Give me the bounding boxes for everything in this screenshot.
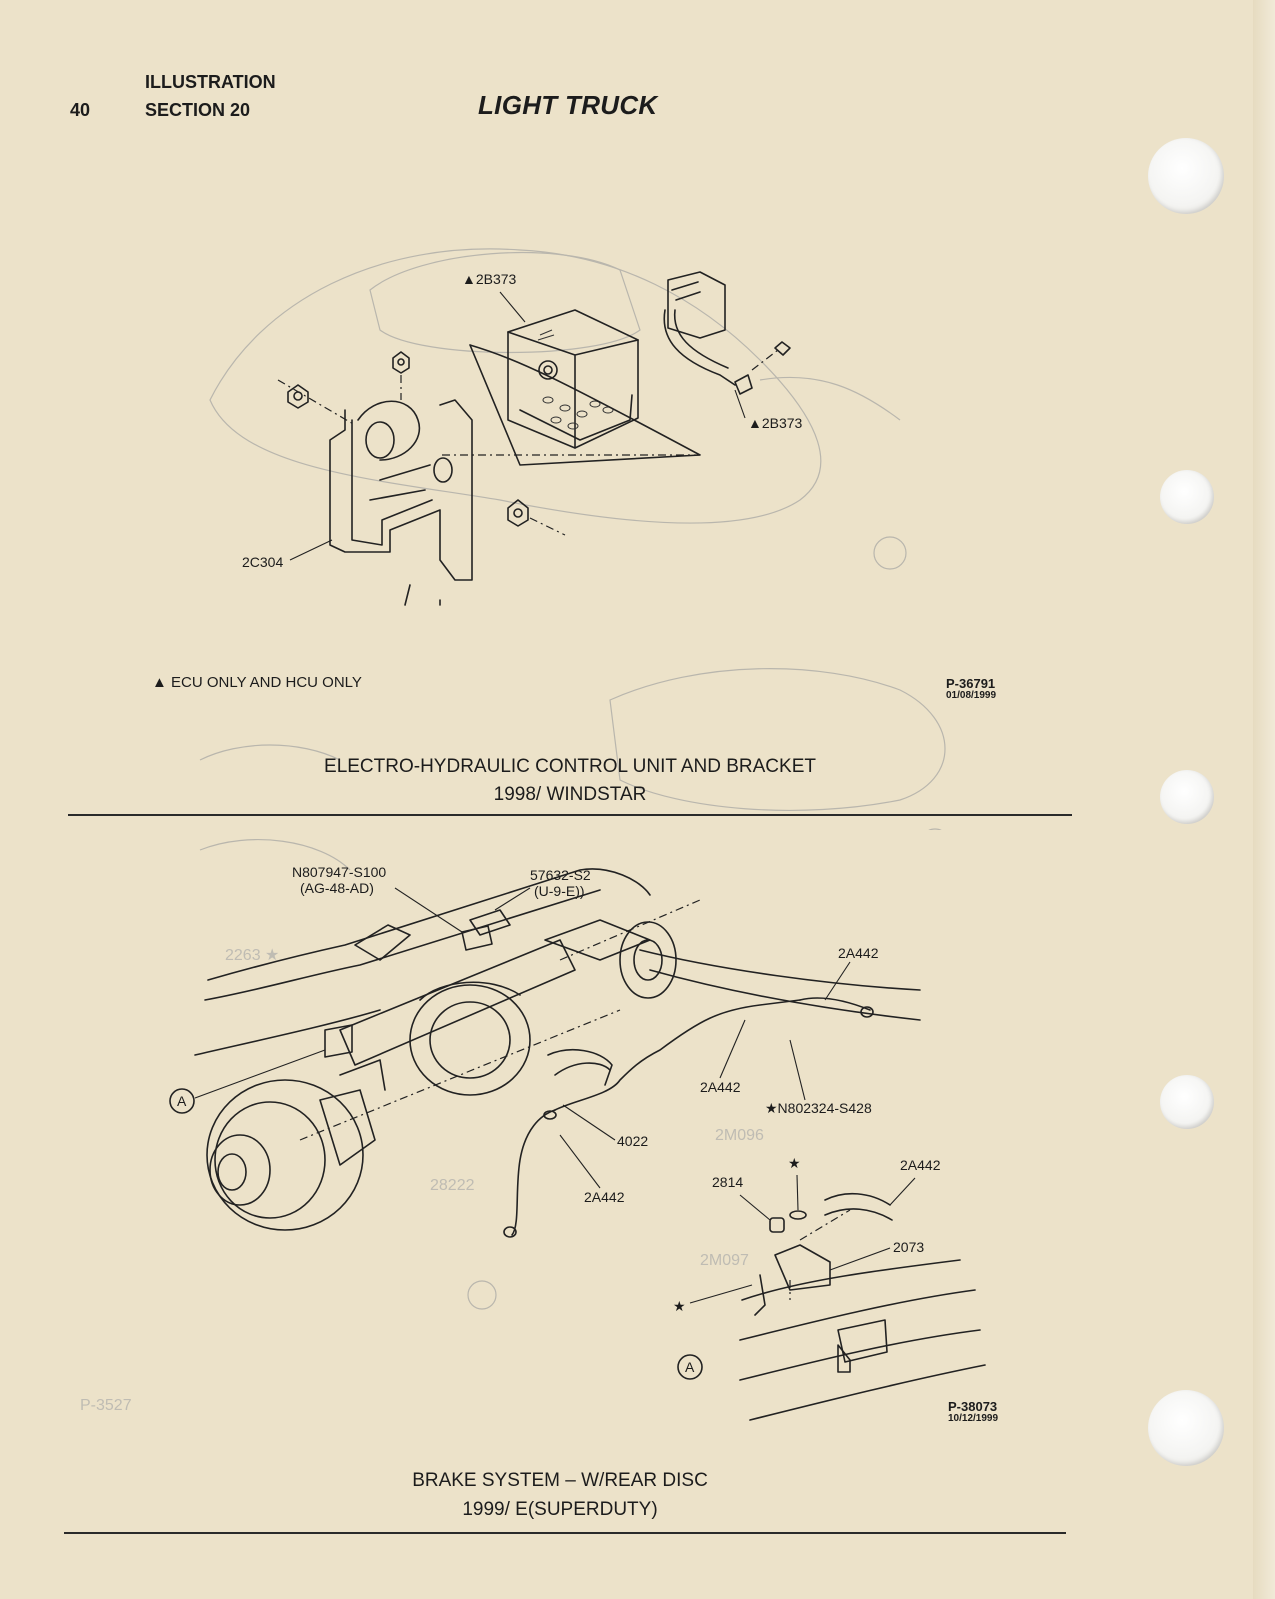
show-through-artwork bbox=[199, 248, 946, 830]
section-divider bbox=[68, 814, 1072, 816]
callout-2814: 2814 bbox=[712, 1174, 743, 1190]
figure-caption-2-model: 1999/ E(SUPERDUTY) bbox=[462, 1499, 658, 1520]
callout-n802324-s428: ★N802324-S428 bbox=[765, 1100, 872, 1116]
far-brake-rotor bbox=[619, 921, 677, 999]
section-label-section: SECTION 20 bbox=[145, 100, 251, 120]
reference-number: P-36791 bbox=[946, 676, 996, 691]
bolt-plate bbox=[461, 925, 493, 951]
callout-2a442-right: 2A442 bbox=[838, 945, 879, 961]
harness-connector bbox=[663, 271, 791, 395]
page-edge bbox=[1253, 0, 1275, 1599]
punch-hole bbox=[1148, 138, 1224, 214]
callout-2b373-top: ▲2B373 bbox=[462, 271, 517, 287]
show-through-artwork: 2263 ★ 28222 2M096 2M097 P-3527 bbox=[80, 839, 764, 1414]
mount-plate bbox=[324, 1024, 353, 1058]
callout-star: ★ bbox=[788, 1155, 801, 1171]
callout-4022: 4022 bbox=[617, 1133, 648, 1149]
ecu-bracket-diagram: ▲2B373 ▲2B373 2C304 bbox=[199, 248, 946, 830]
svg-text:28222: 28222 bbox=[430, 1177, 475, 1194]
figure-reference: P-36791 01/08/1999 bbox=[946, 676, 997, 702]
callout-57632-s2: 57632-S2 bbox=[530, 867, 591, 883]
callout-2b373-side: ▲2B373 bbox=[748, 415, 803, 431]
ecu-module bbox=[469, 309, 701, 466]
callout-n807947-s100: N807947-S100 bbox=[292, 864, 386, 880]
detail-view-a bbox=[739, 1192, 986, 1421]
punch-hole bbox=[1160, 470, 1214, 524]
view-a-label: A bbox=[177, 1093, 187, 1109]
callout-2a442-detail: 2A442 bbox=[900, 1157, 941, 1173]
reference-number-2: P-38073 bbox=[948, 1399, 998, 1414]
figure-caption: ELECTRO-HYDRAULIC CONTROL UNIT AND BRACK… bbox=[324, 756, 816, 777]
brake-system-diagram: 2263 ★ 28222 2M096 2M097 P-3527 bbox=[80, 839, 986, 1421]
callout-star-left: ★ bbox=[673, 1298, 686, 1314]
callout-u-9-e: (U-9-E)) bbox=[534, 883, 585, 899]
svg-text:2263 ★: 2263 ★ bbox=[225, 947, 279, 964]
callout-2a442-lower: 2A442 bbox=[584, 1189, 625, 1205]
figure-caption-2: BRAKE SYSTEM – W/REAR DISC bbox=[412, 1470, 708, 1491]
brake-lines bbox=[503, 997, 874, 1238]
figure-caption-model: 1998/ WINDSTAR bbox=[493, 784, 647, 805]
callout-2073: 2073 bbox=[893, 1239, 924, 1255]
punch-hole bbox=[1160, 1075, 1214, 1129]
svg-text:2M097: 2M097 bbox=[700, 1252, 749, 1269]
reference-date: 01/08/1999 bbox=[946, 690, 997, 701]
callout-2a442-middle: 2A442 bbox=[700, 1079, 741, 1095]
svg-text:P-3527: P-3527 bbox=[80, 1397, 132, 1414]
page-number: 40 bbox=[70, 100, 91, 120]
bottom-divider bbox=[64, 1532, 1066, 1534]
reference-date-2: 10/12/1999 bbox=[948, 1413, 999, 1424]
bracket-2c304 bbox=[329, 399, 473, 606]
callout-ag-48-ad: (AG-48-AD) bbox=[300, 880, 374, 896]
figure-reference-2: P-38073 10/12/1999 bbox=[948, 1399, 999, 1425]
nut-icons bbox=[277, 351, 700, 536]
detail-a-marker bbox=[677, 1354, 703, 1380]
detail-a-label: A bbox=[685, 1359, 695, 1375]
section-label-illustration: ILLUSTRATION bbox=[145, 72, 276, 92]
punch-hole bbox=[1160, 770, 1214, 824]
legend-note: ▲ ECU ONLY AND HCU ONLY bbox=[152, 674, 362, 691]
svg-text:2M096: 2M096 bbox=[715, 1127, 764, 1144]
brake-rotor-hub bbox=[206, 1059, 386, 1231]
punch-hole bbox=[1148, 1390, 1224, 1466]
view-a-marker bbox=[169, 1088, 195, 1114]
page-title: LIGHT TRUCK bbox=[478, 90, 658, 120]
frame-rails bbox=[194, 868, 921, 1056]
callout-2c304: 2C304 bbox=[242, 554, 283, 570]
